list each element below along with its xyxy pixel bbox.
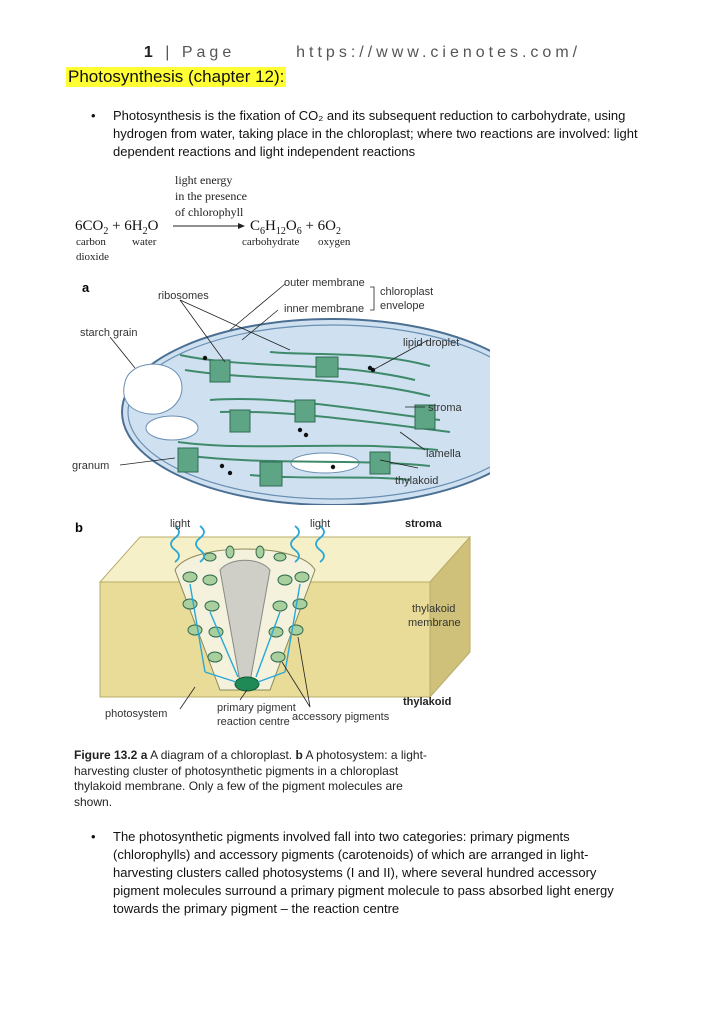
label-reaction-centre: reaction centre [217, 716, 290, 728]
label-carbohydrate: carbohydrate [242, 236, 300, 248]
label-envelope: envelope [380, 300, 425, 312]
label-carbon: carbon [76, 236, 106, 248]
label-photosystem: photosystem [105, 708, 167, 720]
label-thylakoid: thylakoid [395, 475, 438, 487]
label-inner-membrane: inner membrane [284, 303, 364, 315]
label-light-left: light [170, 518, 190, 530]
light-photon-arrows [170, 525, 325, 563]
header-url: https://www.cienotes.com/ [296, 44, 582, 61]
label-lamella: lamella [426, 448, 462, 460]
caption-figure-number: Figure 13.2 [74, 748, 138, 762]
label-oxygen: oxygen [318, 236, 351, 248]
page-number: 1 [143, 44, 157, 61]
label-light-right: light [310, 518, 330, 530]
photosystem-diagram: b light light stroma thylakoid membrane … [75, 518, 472, 728]
page-word: Page [181, 44, 236, 61]
label-primary-pigment: primary pigment [217, 702, 296, 714]
equation-products: C6H12O6 + 6O2 [250, 218, 341, 237]
caption-a-text: A diagram of a chloroplast. [147, 748, 296, 762]
label-accessory-pigments: accessory pigments [292, 711, 390, 723]
caption-b-text: A photosystem: a light-harvesting cluste… [74, 748, 427, 809]
equation-reactants: 6CO2 + 6H2O [75, 218, 159, 237]
bullet-dot: • [91, 829, 96, 844]
label-granum: granum [72, 460, 109, 472]
page-separator: | [165, 44, 174, 61]
label-starch-grain: starch grain [80, 327, 137, 339]
funnel-cone [219, 559, 271, 683]
membrane-side-face [429, 535, 471, 699]
lipid-droplets [202, 355, 376, 476]
starch-grain [123, 363, 183, 415]
reaction-arrowhead [238, 223, 245, 229]
chloroplast-inner-membrane [127, 324, 490, 500]
label-stroma: stroma [428, 402, 463, 414]
bullet-definition: • Photosynthesis is the fixation of CO₂ … [91, 107, 643, 161]
label-thylakoid-membrane-2: membrane [408, 617, 461, 629]
condition-line-2: in the presence [175, 189, 247, 203]
page-header: 1 | Page https://www.cienotes.com/ [0, 44, 725, 62]
energy-transfer-arrows [189, 583, 301, 683]
label-ribosomes: ribosomes [158, 290, 209, 302]
label-outer-membrane: outer membrane [284, 277, 365, 289]
diagram-b-letter: b [75, 520, 83, 535]
chloroplast-diagram: a [72, 277, 490, 505]
reaction-centre-molecule [234, 676, 260, 692]
label-stroma-b: stroma [405, 518, 443, 530]
page-title: Photosynthesis (chapter 12): [66, 67, 287, 87]
bullet-dot: • [91, 108, 96, 123]
bullet-text: Photosynthesis is the fixation of CO₂ an… [113, 108, 638, 159]
figure-caption: Figure 13.2 a A diagram of a chloroplast… [74, 748, 434, 810]
label-water: water [132, 236, 157, 248]
label-thylakoid-b: thylakoid [403, 696, 451, 708]
label-chloroplast: chloroplast [380, 286, 433, 298]
condition-line-3: of chlorophyll [175, 205, 244, 219]
caption-b-letter: b [295, 748, 303, 762]
starch-grain-2 [145, 415, 199, 441]
label-thylakoid-membrane-1: thylakoid [412, 603, 455, 615]
photosynthesis-equation: light energy in the presence of chloroph… [75, 173, 351, 263]
accessory-pigment-molecules [182, 545, 310, 663]
bullet-text: The photosynthetic pigments involved fal… [113, 829, 614, 916]
caption-a-letter: a [140, 748, 148, 762]
label-dioxide: dioxide [76, 251, 109, 263]
grana-stacks [177, 356, 436, 487]
condition-line-1: light energy [175, 173, 232, 187]
label-lipid-droplet: lipid droplet [403, 337, 459, 349]
diagram-a-letter: a [82, 280, 90, 295]
bullet-pigments: • The photosynthetic pigments involved f… [91, 828, 643, 918]
